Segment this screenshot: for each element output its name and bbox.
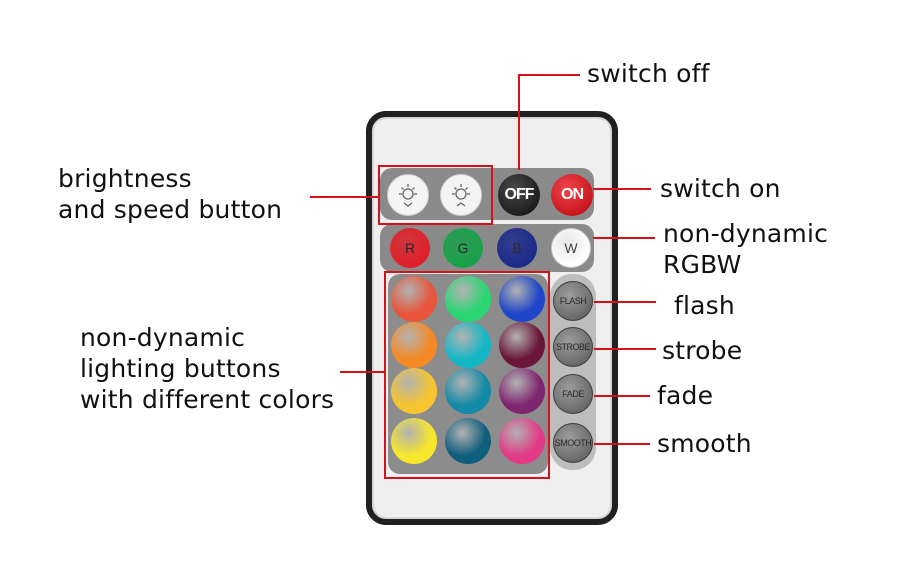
on-button[interactable]: ON bbox=[551, 174, 593, 216]
rgbw-label: non-dynamic RGBW bbox=[663, 219, 829, 279]
color-button[interactable] bbox=[391, 322, 437, 368]
fade-leader bbox=[594, 395, 650, 397]
function-button-smooth[interactable]: SMOOTH bbox=[553, 423, 593, 463]
color-button[interactable] bbox=[499, 276, 545, 322]
rgbw-button-g[interactable]: G bbox=[443, 228, 483, 268]
off-button[interactable]: OFF bbox=[498, 174, 540, 216]
brightness-leader bbox=[310, 196, 378, 198]
lighting-leader bbox=[340, 371, 384, 373]
rgbw-button-w[interactable]: W bbox=[551, 228, 591, 268]
color-button[interactable] bbox=[445, 276, 491, 322]
switch-off-leader-horizontal bbox=[518, 74, 580, 76]
function-button-label: STROBE bbox=[555, 342, 591, 352]
off-button-label: OFF bbox=[504, 186, 535, 203]
color-button[interactable] bbox=[391, 368, 437, 414]
switch-off-leader-vertical bbox=[518, 74, 520, 170]
flash-label: flash bbox=[674, 291, 735, 320]
color-button[interactable] bbox=[499, 322, 545, 368]
function-button-fade[interactable]: FADE bbox=[553, 374, 593, 414]
switch-on-leader bbox=[593, 188, 651, 190]
rgbw-button-label: G bbox=[457, 240, 469, 256]
function-button-label: SMOOTH bbox=[554, 438, 592, 448]
smooth-label: smooth bbox=[657, 429, 752, 458]
smooth-leader bbox=[594, 443, 650, 445]
brightness-icon bbox=[452, 184, 470, 207]
rgbw-button-label: R bbox=[404, 240, 416, 256]
fade-label: fade bbox=[657, 381, 714, 410]
color-button[interactable] bbox=[445, 418, 491, 464]
brightness-down-button[interactable] bbox=[387, 174, 429, 216]
rgbw-leader bbox=[593, 237, 655, 239]
brightness-speed-label: brightness and speed button bbox=[58, 164, 283, 224]
switch-off-label: switch off bbox=[587, 59, 710, 88]
switch-on-label: switch on bbox=[660, 174, 781, 203]
brightness-highlight-box bbox=[378, 165, 493, 225]
lighting-buttons-label: non-dynamic lighting buttons with differ… bbox=[80, 323, 335, 414]
strobe-leader bbox=[594, 348, 656, 350]
color-button[interactable] bbox=[445, 368, 491, 414]
function-button-strobe[interactable]: STROBE bbox=[553, 327, 593, 367]
color-button[interactable] bbox=[499, 368, 545, 414]
color-button[interactable] bbox=[391, 276, 437, 322]
function-button-label: FLASH bbox=[559, 296, 587, 306]
function-button-flash[interactable]: FLASH bbox=[553, 281, 593, 321]
color-button[interactable] bbox=[391, 418, 437, 464]
on-button-label: ON bbox=[561, 186, 584, 203]
color-button[interactable] bbox=[445, 322, 491, 368]
rgbw-button-label: B bbox=[512, 240, 522, 256]
rgbw-button-r[interactable]: R bbox=[390, 228, 430, 268]
color-button[interactable] bbox=[499, 418, 545, 464]
rgbw-button-label: W bbox=[564, 240, 578, 256]
function-button-label: FADE bbox=[562, 389, 584, 399]
rgbw-button-b[interactable]: B bbox=[497, 228, 537, 268]
brightness-icon bbox=[399, 184, 417, 207]
flash-leader bbox=[594, 301, 656, 303]
color-grid-highlight-box bbox=[384, 271, 550, 479]
strobe-label: strobe bbox=[662, 336, 743, 365]
brightness-up-button[interactable] bbox=[440, 174, 482, 216]
